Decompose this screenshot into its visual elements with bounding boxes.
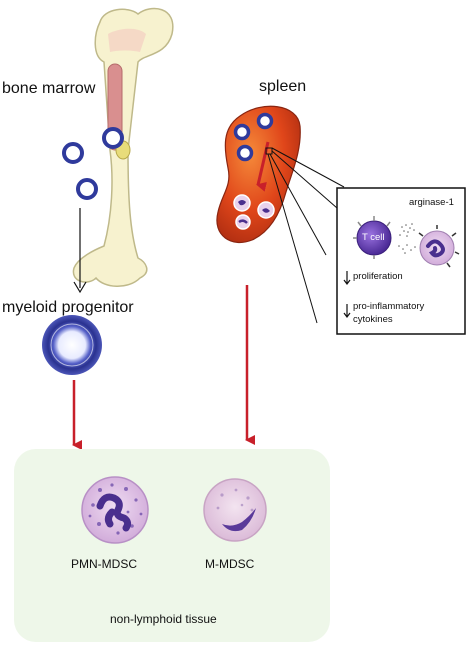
- zoom-lines: [265, 147, 345, 324]
- pmn-mdsc-cell: [81, 476, 149, 544]
- spleen-illustration: [216, 105, 301, 244]
- myeloid-progenitor-cell: [42, 315, 102, 375]
- label-cytokines-line1: pro-inflammatory: [353, 301, 425, 312]
- label-m-mdsc: M-MDSC: [205, 557, 255, 571]
- label-cytokines-line2: cytokines: [353, 314, 393, 325]
- bone-marrow-cells: [62, 127, 124, 200]
- label-non-lymphoid-tissue: non-lymphoid tissue: [110, 612, 217, 626]
- label-spleen: spleen: [259, 78, 307, 95]
- inset-mdsc-cell: [418, 225, 460, 268]
- label-bone-marrow: bone marrow: [2, 80, 96, 97]
- arginase-dots: [398, 223, 416, 254]
- t-cell: [353, 216, 392, 259]
- red-arrows: [72, 285, 255, 450]
- label-t-cell: T cell: [362, 232, 385, 243]
- bone-illustration: [72, 7, 174, 287]
- m-mdsc-cell: [203, 478, 267, 542]
- label-pmn-mdsc: PMN-MDSC: [71, 557, 137, 571]
- decrease-arrows: [343, 271, 351, 318]
- label-proliferation: proliferation: [353, 271, 403, 282]
- label-arginase: arginase-1: [409, 197, 454, 208]
- inset-panel: [336, 187, 466, 335]
- label-myeloid-progenitor: myeloid progenitor: [2, 299, 134, 316]
- arrow-to-progenitor: [73, 208, 87, 294]
